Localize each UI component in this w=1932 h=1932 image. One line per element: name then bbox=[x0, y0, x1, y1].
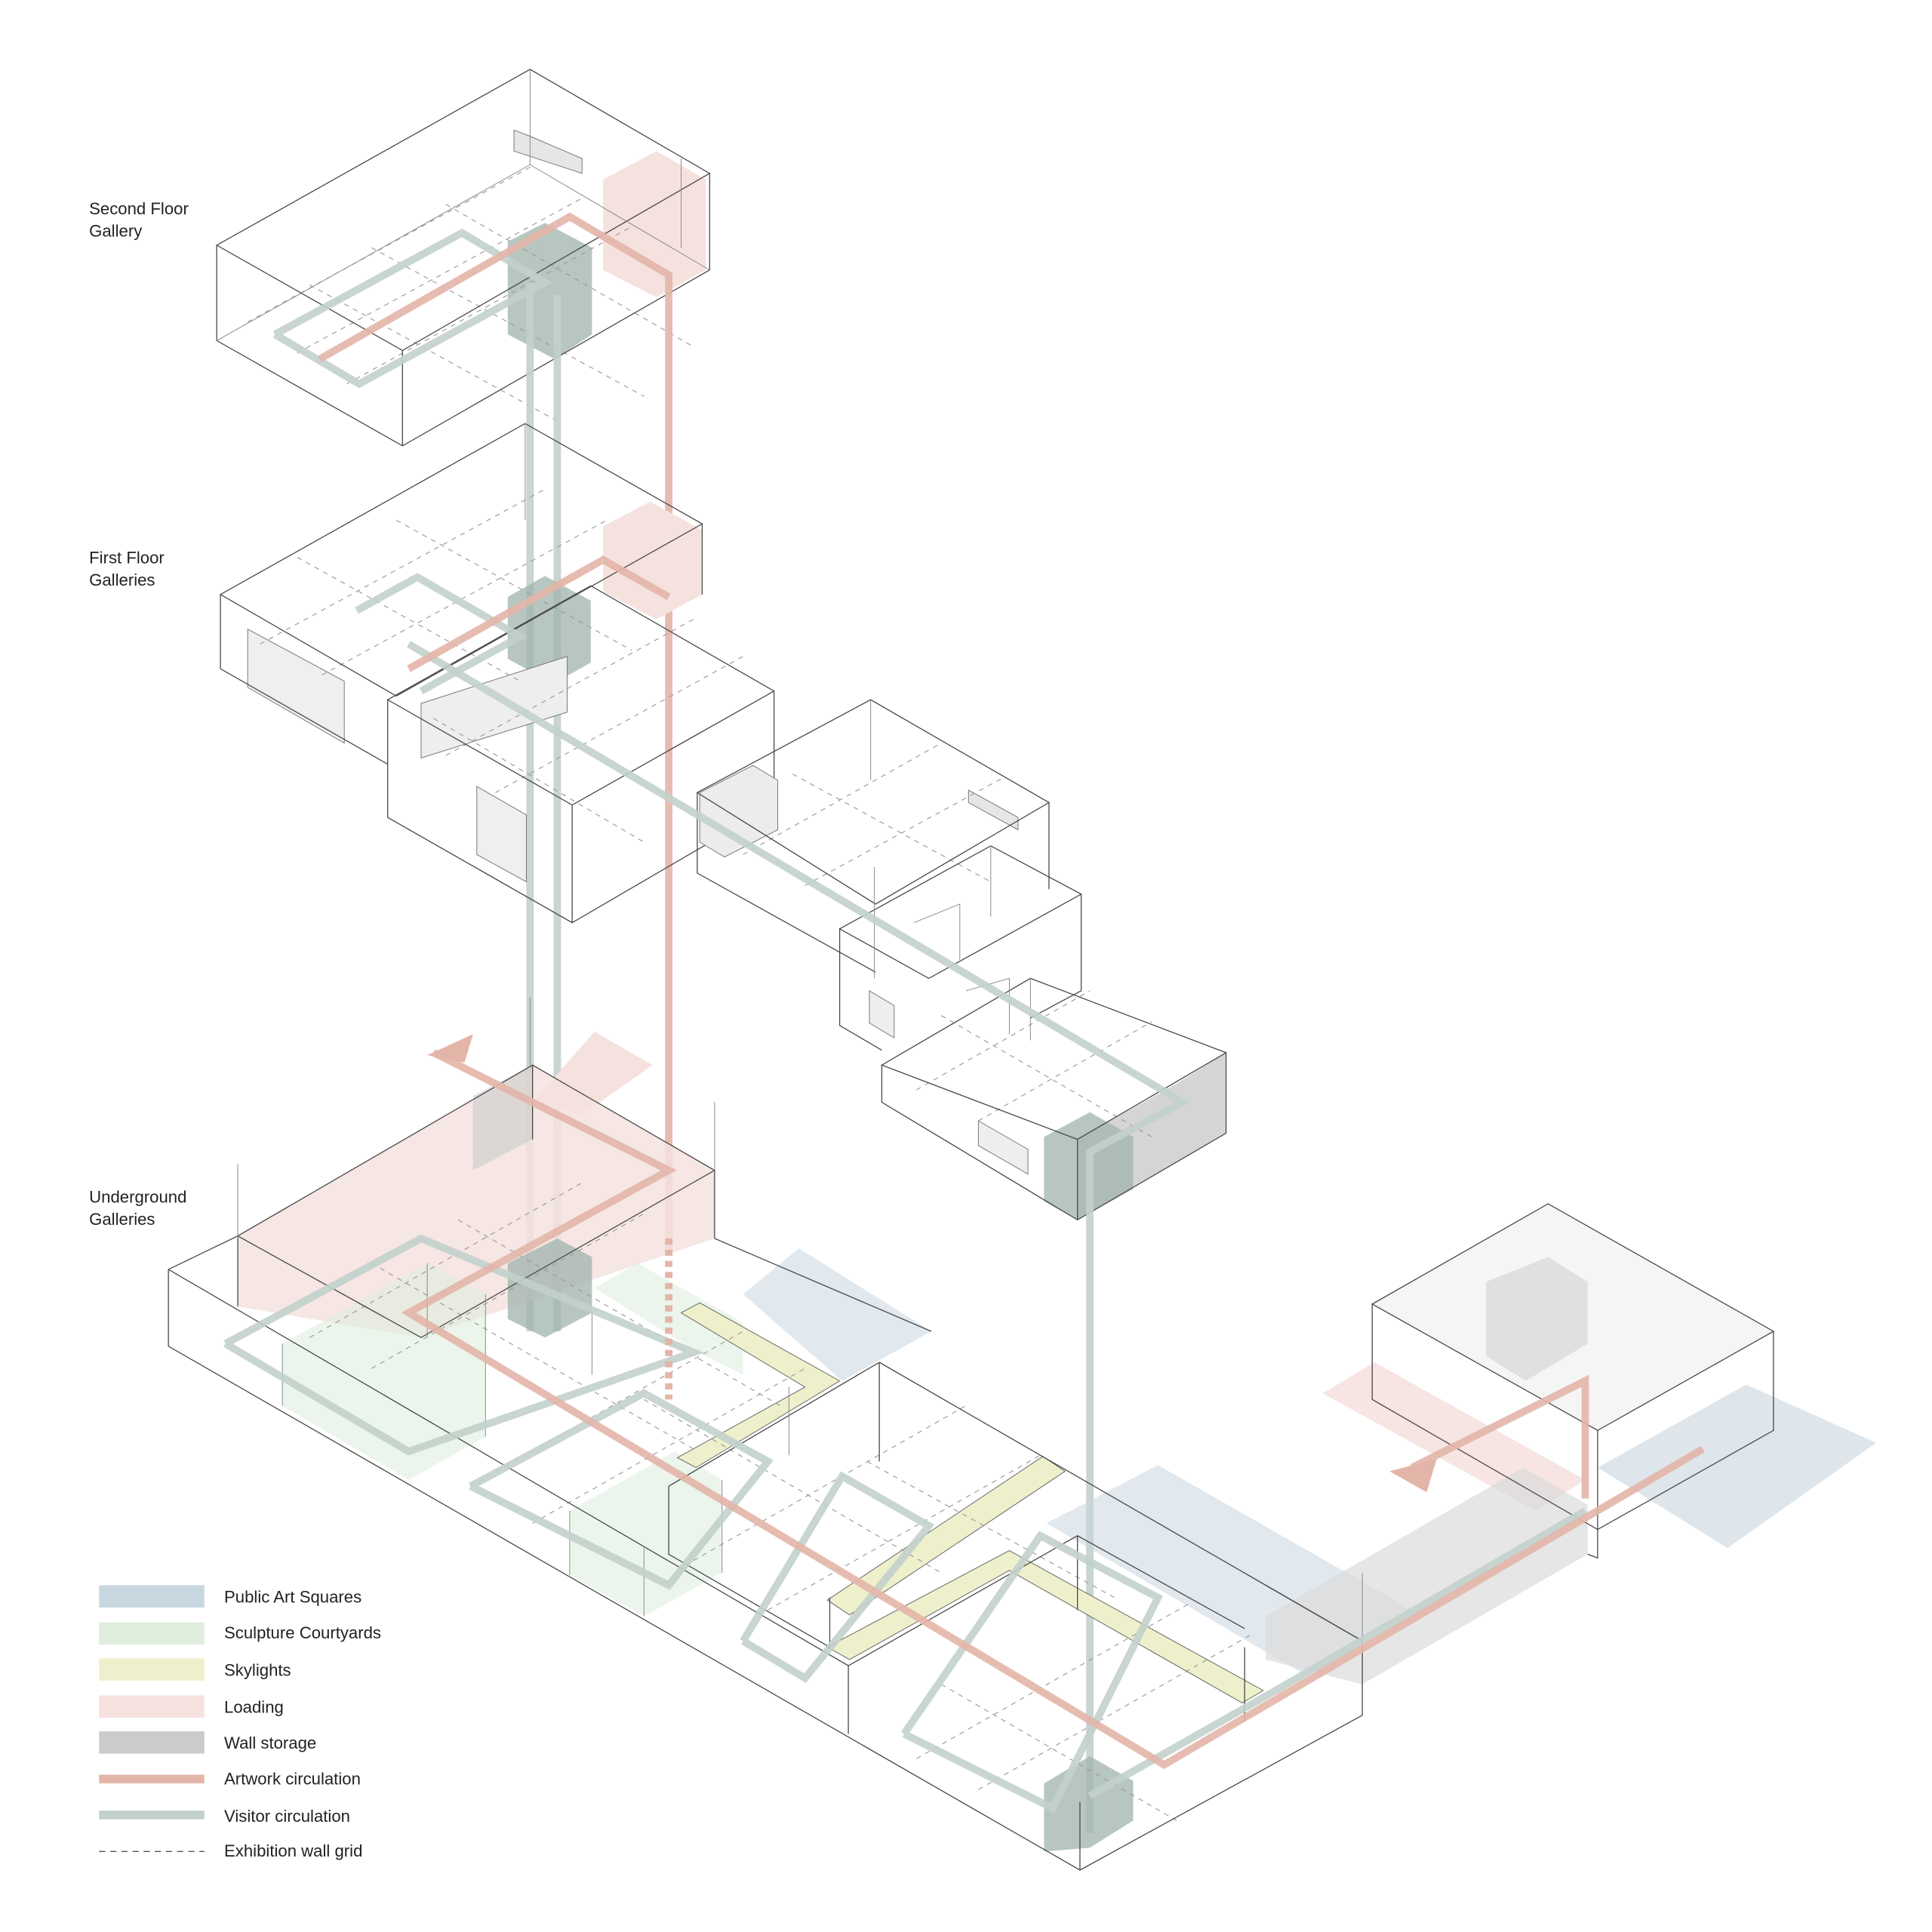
right-gallery-volume bbox=[1372, 1204, 1774, 1431]
label-underground-2: Galleries bbox=[89, 1210, 155, 1229]
second-floor-gallery bbox=[215, 69, 711, 1251]
skylight bbox=[676, 1302, 841, 1469]
visitor-circulation-route bbox=[407, 641, 1191, 1833]
artwork-arrow-icon bbox=[427, 1034, 473, 1063]
label-first-floor: First Floor bbox=[89, 549, 165, 568]
legend-label: Sculpture Courtyards bbox=[224, 1623, 381, 1642]
public-art-square bbox=[743, 1248, 932, 1381]
wall-storage-panel bbox=[476, 786, 527, 883]
label-first-floor-2: Galleries bbox=[89, 571, 155, 589]
legend: Public Art Squares Sculpture Courtyards … bbox=[99, 1585, 381, 1860]
visitor-circulation-loop bbox=[355, 573, 528, 695]
visitor-circulation-loop bbox=[272, 228, 552, 389]
legend-label: Loading bbox=[224, 1698, 284, 1717]
legend-label: Visitor circulation bbox=[224, 1807, 350, 1826]
legend-label: Public Art Squares bbox=[224, 1587, 361, 1606]
skylight bbox=[826, 1550, 1264, 1703]
legend-swatch-public-art bbox=[99, 1585, 205, 1608]
legend-label: Exhibition wall grid bbox=[224, 1841, 362, 1860]
sculpture-courtyard bbox=[282, 1263, 486, 1481]
visitor-circulation-loop bbox=[469, 1389, 774, 1590]
loading-zone bbox=[532, 1031, 653, 1115]
label-second-floor: Second Floor bbox=[89, 199, 189, 218]
visitor-circulation-loop bbox=[900, 1531, 1163, 1814]
public-art-square bbox=[1597, 1384, 1877, 1549]
label-second-floor-2: Gallery bbox=[89, 221, 143, 240]
legend-swatch-skylights bbox=[99, 1658, 205, 1681]
loading-zone bbox=[603, 151, 706, 297]
sculpture-courtyard bbox=[569, 1451, 722, 1617]
wall-storage-panel bbox=[513, 129, 583, 174]
artwork-circulation-route bbox=[407, 555, 671, 672]
legend-swatch-artwork-circulation bbox=[99, 1774, 205, 1784]
loading-zone bbox=[603, 501, 703, 620]
wall-storage-panel bbox=[699, 764, 779, 858]
legend-label: Artwork circulation bbox=[224, 1770, 361, 1789]
visitor-circulation-loop bbox=[223, 1234, 704, 1456]
label-underground: Underground bbox=[89, 1187, 186, 1206]
underground-galleries bbox=[168, 997, 1877, 1871]
legend-swatch-loading bbox=[99, 1695, 205, 1718]
legend-swatch-wall-storage bbox=[99, 1731, 205, 1754]
legend-swatch-sculpture bbox=[99, 1622, 205, 1645]
wall-storage-panel bbox=[420, 656, 568, 758]
legend-swatch-visitor-circulation bbox=[99, 1810, 205, 1820]
wall-storage-core bbox=[507, 1238, 592, 1338]
legend-label: Skylights bbox=[224, 1660, 291, 1679]
wall-storage-panel bbox=[869, 989, 895, 1039]
wall-storage-panel bbox=[247, 628, 345, 744]
wall-storage-panel bbox=[977, 1120, 1029, 1175]
connecting-galleries bbox=[696, 699, 1228, 1221]
first-floor-galleries bbox=[219, 423, 775, 924]
artwork-circulation-path bbox=[317, 212, 673, 1251]
visitor-circulation-loop bbox=[740, 1471, 935, 1684]
wall-storage-panel bbox=[968, 789, 1019, 831]
artwork-circulation-route bbox=[401, 1049, 1705, 1770]
artwork-arrow-icon bbox=[1389, 1459, 1437, 1493]
wall-storage-zone bbox=[1266, 1467, 1588, 1684]
legend-label: Wall storage bbox=[224, 1734, 316, 1752]
artwork-circulation-route bbox=[1410, 1374, 1589, 1499]
